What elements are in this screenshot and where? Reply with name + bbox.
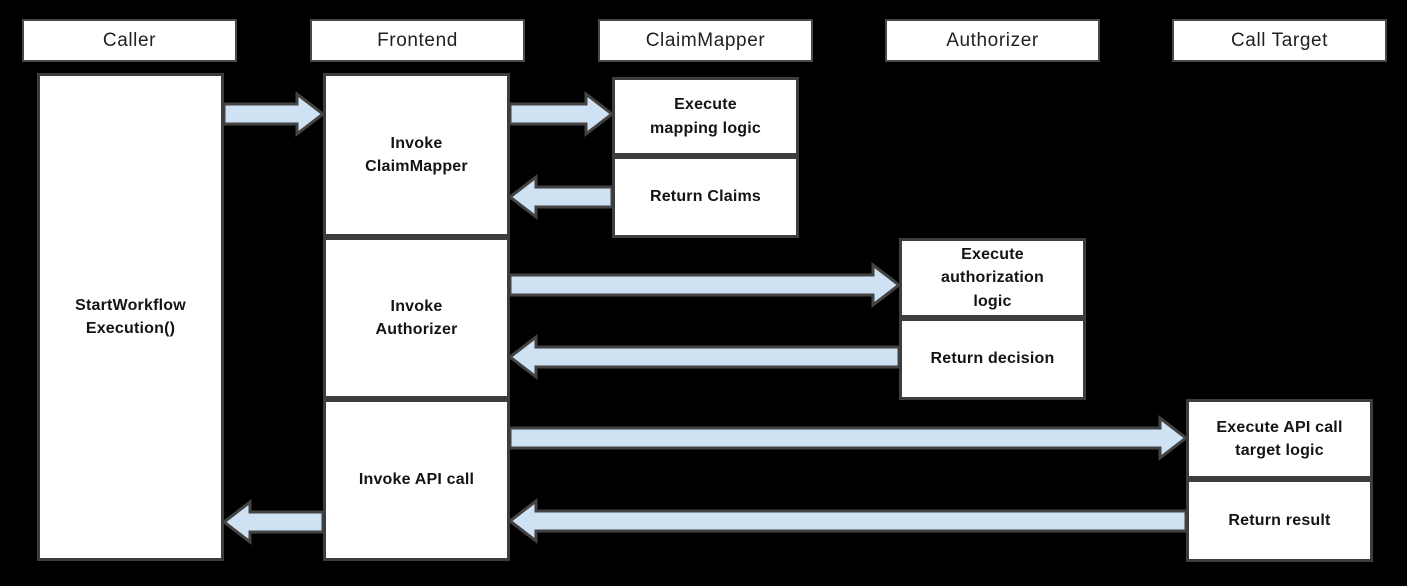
activity-execute-mapping-logic: Execute mapping logic	[612, 77, 799, 156]
activity-invoke-authorizer: Invoke Authorizer	[323, 237, 510, 399]
arrow-claimmapper-to-frontend	[507, 173, 614, 221]
column-header-frontend: Frontend	[310, 19, 525, 62]
arrow-frontend-to-authorizer	[508, 261, 902, 309]
activity-return-decision: Return decision	[899, 318, 1086, 400]
column-header-claimmapper: ClaimMapper	[598, 19, 813, 62]
column-header-caller: Caller	[22, 19, 237, 62]
arrow-frontend-to-calltarget	[508, 414, 1189, 462]
column-header-claimmapper-label: ClaimMapper	[645, 29, 766, 51]
column-header-calltarget: Call Target	[1172, 19, 1387, 62]
arrow-frontend-to-claimmapper	[508, 90, 615, 138]
activity-return-claims-label: Return Claims	[649, 188, 762, 206]
column-header-frontend-label: Frontend	[377, 29, 458, 51]
activity-startworkflow-execution: StartWorkflow Execution()	[37, 73, 224, 561]
activity-execute-mapping-logic-label: Execute mapping logic	[649, 96, 762, 137]
column-header-authorizer: Authorizer	[885, 19, 1100, 62]
activity-invoke-api-call: Invoke API call	[323, 399, 510, 561]
activity-return-result: Return result	[1186, 479, 1373, 562]
activity-invoke-claimmapper-label: Invoke ClaimMapper	[365, 134, 468, 175]
activity-return-claims: Return Claims	[612, 156, 799, 238]
activity-invoke-api-call-label: Invoke API call	[358, 471, 475, 489]
activity-return-result-label: Return result	[1228, 511, 1331, 529]
arrow-frontend-to-caller	[221, 498, 325, 546]
activity-invoke-authorizer-label: Invoke Authorizer	[375, 297, 458, 338]
activity-execute-api-call-target-logic-label: Execute API call target logic	[1216, 418, 1343, 459]
activity-execute-authorization-logic-label: Execute authorization logic	[940, 246, 1045, 310]
activity-return-decision-label: Return decision	[930, 350, 1055, 368]
column-header-authorizer-label: Authorizer	[946, 29, 1039, 51]
arrow-calltarget-to-frontend	[507, 497, 1188, 545]
activity-execute-api-call-target-logic: Execute API call target logic	[1186, 399, 1373, 479]
column-header-caller-label: Caller	[102, 29, 157, 51]
arrow-caller-to-frontend	[222, 90, 326, 138]
activity-invoke-claimmapper: Invoke ClaimMapper	[323, 73, 510, 237]
activity-startworkflow-execution-label: StartWorkflow Execution()	[75, 296, 186, 337]
column-header-calltarget-label: Call Target	[1230, 29, 1329, 51]
activity-execute-authorization-logic: Execute authorization logic	[899, 238, 1086, 318]
arrow-authorizer-to-frontend	[507, 333, 901, 381]
